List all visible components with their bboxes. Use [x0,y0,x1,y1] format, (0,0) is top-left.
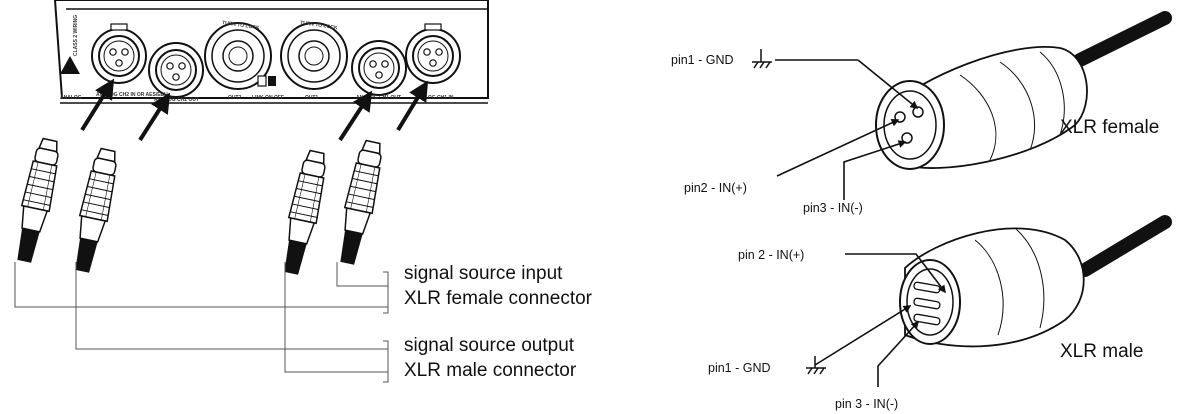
legend-output-line2: XLR male connector [404,360,577,381]
male-ground-icon [806,356,826,375]
jack-ch1-out [351,40,407,96]
speaker-out2-jack [204,22,272,90]
ch1-in-label: ANALOG CH1 IN [414,95,454,101]
ch2-out-label: ANALOG CH2 OUT [154,97,199,103]
jack-ch2-in [91,23,147,84]
female-pin3-label: pin3 - IN(-) [803,201,863,215]
turn-to-lock-label-1: TURN TO LOCK [222,20,261,31]
analog-label: ANALOG [60,95,82,101]
male-pin3-label: pin 3 - IN(-) [835,397,898,411]
ch2-in-label: ANALOG CH2 IN OR AES/EBU [96,92,168,98]
female-ground-icon [752,49,772,69]
female-pin1-label: pin1 - GND [671,53,734,67]
connection-arrows [80,78,429,142]
speaker-out1-jack [280,22,348,90]
plug-4 [332,138,388,267]
turn-to-lock-label-2: TURN TO LOCK [300,20,339,31]
arrow-ch2-in [80,78,115,132]
out2-label: OUT2 [228,95,242,101]
plug-3 [276,148,332,277]
male-pin1-label: pin1 - GND [708,361,771,375]
out1-label: OUT1 [305,95,319,101]
male-pin-leaders [814,253,946,387]
class-label: CLASS 2 WIRING [73,15,79,56]
link-switch [257,75,276,87]
warning-icon [60,56,80,74]
legend-input-line2: XLR female connector [404,288,593,309]
legend-input-line1: signal source input [404,263,563,284]
link-on-off-label: LINK ON OFF [252,95,284,101]
arrow-ch2-out [138,92,171,142]
legend-leaders [14,262,389,383]
ch1-out-label: ANALOG CH1 OUT [356,95,401,101]
male-pin2-label: pin 2 - IN(+) [738,248,804,262]
jack-ch2-out [148,42,204,98]
female-pin2-label: pin2 - IN(+) [684,181,747,195]
arrow-ch1-out [338,90,373,142]
female-title: XLR female [1060,117,1159,138]
amplifier-rear-panel: CLASS 2 WIRING [53,0,489,104]
xlr-female-connector [875,11,1172,170]
plug-2 [67,146,123,275]
plug-1 [9,136,65,265]
male-title: XLR male [1060,341,1143,362]
female-pin-leaders [775,59,919,200]
arrow-ch1-in [396,80,429,132]
jack-ch1-in [405,23,461,84]
legend-output-line1: signal source output [404,335,575,356]
